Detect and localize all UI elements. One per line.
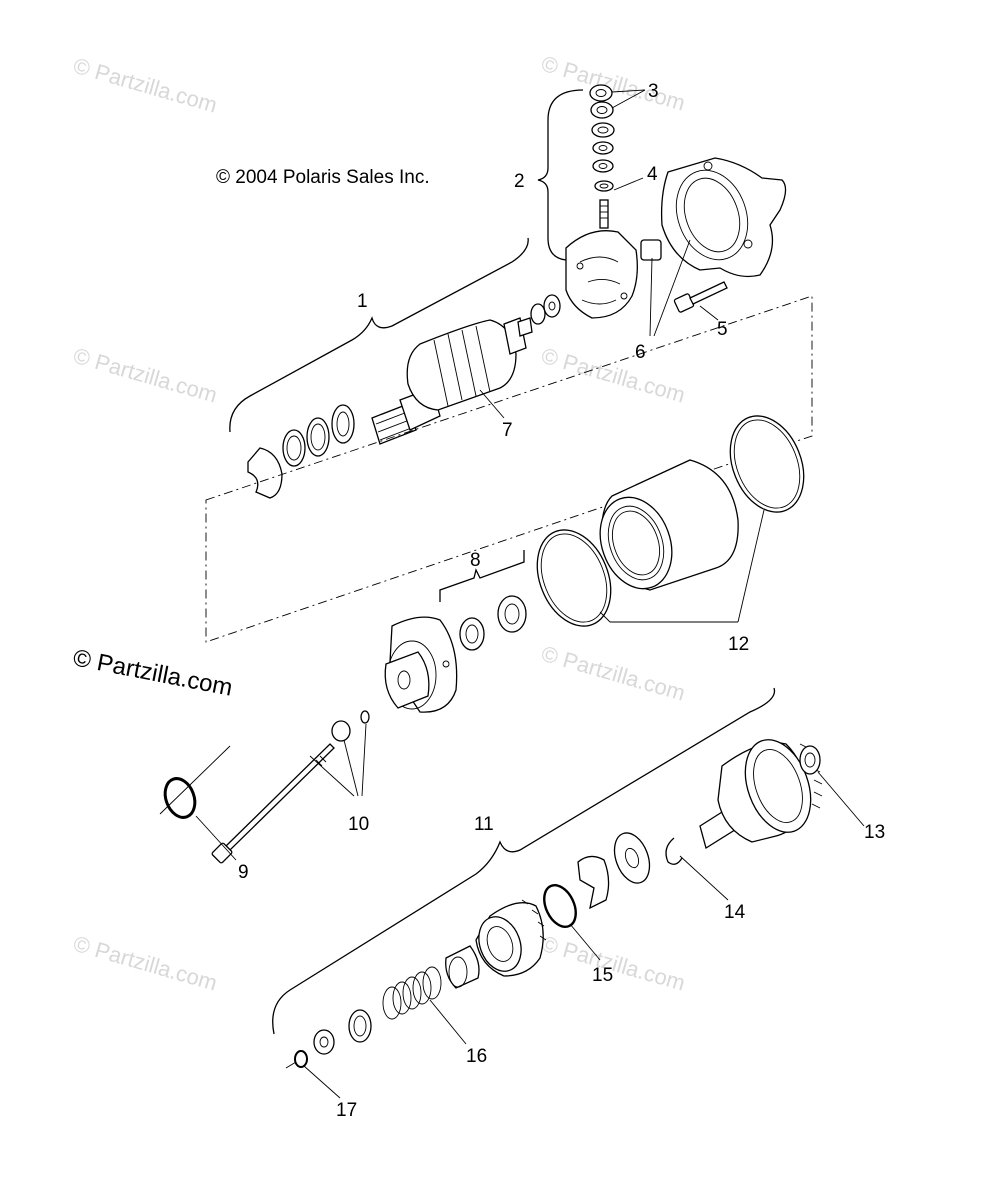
watermark-2: © Partzilla.com bbox=[539, 51, 688, 116]
shim-washer bbox=[282, 429, 306, 467]
spring-seat bbox=[348, 1009, 372, 1043]
armature bbox=[371, 317, 533, 445]
clutch-gear bbox=[699, 739, 823, 850]
callout-2: 2 bbox=[514, 171, 525, 192]
watermark-6: © Partzilla.com bbox=[71, 931, 220, 996]
watermark-1: © Partzilla.com bbox=[71, 53, 220, 118]
shim-washer bbox=[306, 417, 330, 457]
watermark-5: © Partzilla.com bbox=[539, 641, 688, 706]
callout-13: 13 bbox=[864, 822, 885, 843]
copyright-text: © 2004 Polaris Sales Inc. bbox=[216, 167, 430, 188]
shim-washer bbox=[331, 404, 355, 444]
through-bolt bbox=[211, 743, 335, 864]
callout-4: 4 bbox=[647, 164, 658, 185]
pinion-gear bbox=[475, 899, 547, 977]
leader-lines bbox=[195, 89, 865, 1099]
washer-10 bbox=[331, 720, 351, 742]
o-ring-upper bbox=[729, 415, 805, 513]
bracket-8 bbox=[439, 550, 525, 602]
thrust-plate bbox=[247, 447, 283, 499]
callout-7: 7 bbox=[502, 420, 513, 441]
front-housing bbox=[384, 616, 458, 713]
callout-15: 15 bbox=[592, 965, 613, 986]
bracket-11 bbox=[272, 687, 776, 1035]
bracket-2 bbox=[537, 89, 584, 261]
thrust-washer bbox=[613, 832, 651, 884]
bracket-1 bbox=[229, 237, 529, 433]
washer-seat bbox=[313, 1029, 335, 1055]
callout-1: 1 bbox=[357, 291, 368, 312]
brand-watermark: © Partzilla.com bbox=[71, 644, 235, 701]
callout-14: 14 bbox=[724, 902, 746, 923]
callout-11: 11 bbox=[474, 814, 494, 835]
needle-bearing bbox=[459, 617, 485, 651]
watermark-4: © Partzilla.com bbox=[539, 343, 688, 408]
watermark-7: © Partzilla.com bbox=[539, 931, 688, 996]
snap-ring-14 bbox=[665, 837, 683, 865]
spring-16 bbox=[382, 966, 442, 1020]
callout-8: 8 bbox=[470, 550, 481, 571]
callout-10: 10 bbox=[348, 814, 369, 835]
callout-16: 16 bbox=[466, 1046, 487, 1067]
nut-stack bbox=[589, 84, 615, 229]
washer bbox=[543, 294, 561, 318]
snap-ring-15 bbox=[543, 884, 577, 928]
o-ring-9 bbox=[163, 777, 197, 819]
washer bbox=[530, 303, 546, 325]
snap-ring-17 bbox=[294, 1050, 308, 1068]
callout-12: 12 bbox=[728, 634, 749, 655]
callout-labels: 1 2 3 4 5 6 7 8 9 10 11 12 13 14 15 16 1… bbox=[238, 81, 885, 1121]
bolt-5 bbox=[673, 281, 728, 313]
stopper-half bbox=[577, 855, 610, 910]
sleeve bbox=[445, 945, 480, 989]
bushing bbox=[640, 239, 662, 261]
callout-6: 6 bbox=[635, 342, 646, 363]
watermark-3: © Partzilla.com bbox=[71, 343, 220, 408]
watermark-layer: © Partzilla.com © Partzilla.com © Partzi… bbox=[71, 51, 688, 996]
brush-plate bbox=[565, 230, 638, 319]
callout-9: 9 bbox=[238, 862, 249, 883]
washer-13 bbox=[799, 745, 821, 775]
callout-17: 17 bbox=[336, 1100, 357, 1121]
o-ring-lower bbox=[536, 529, 612, 627]
yoke bbox=[599, 459, 739, 591]
o-ring-10 bbox=[360, 710, 370, 724]
callout-5: 5 bbox=[717, 319, 728, 340]
callout-3: 3 bbox=[648, 81, 659, 102]
oil-seal bbox=[497, 595, 527, 633]
